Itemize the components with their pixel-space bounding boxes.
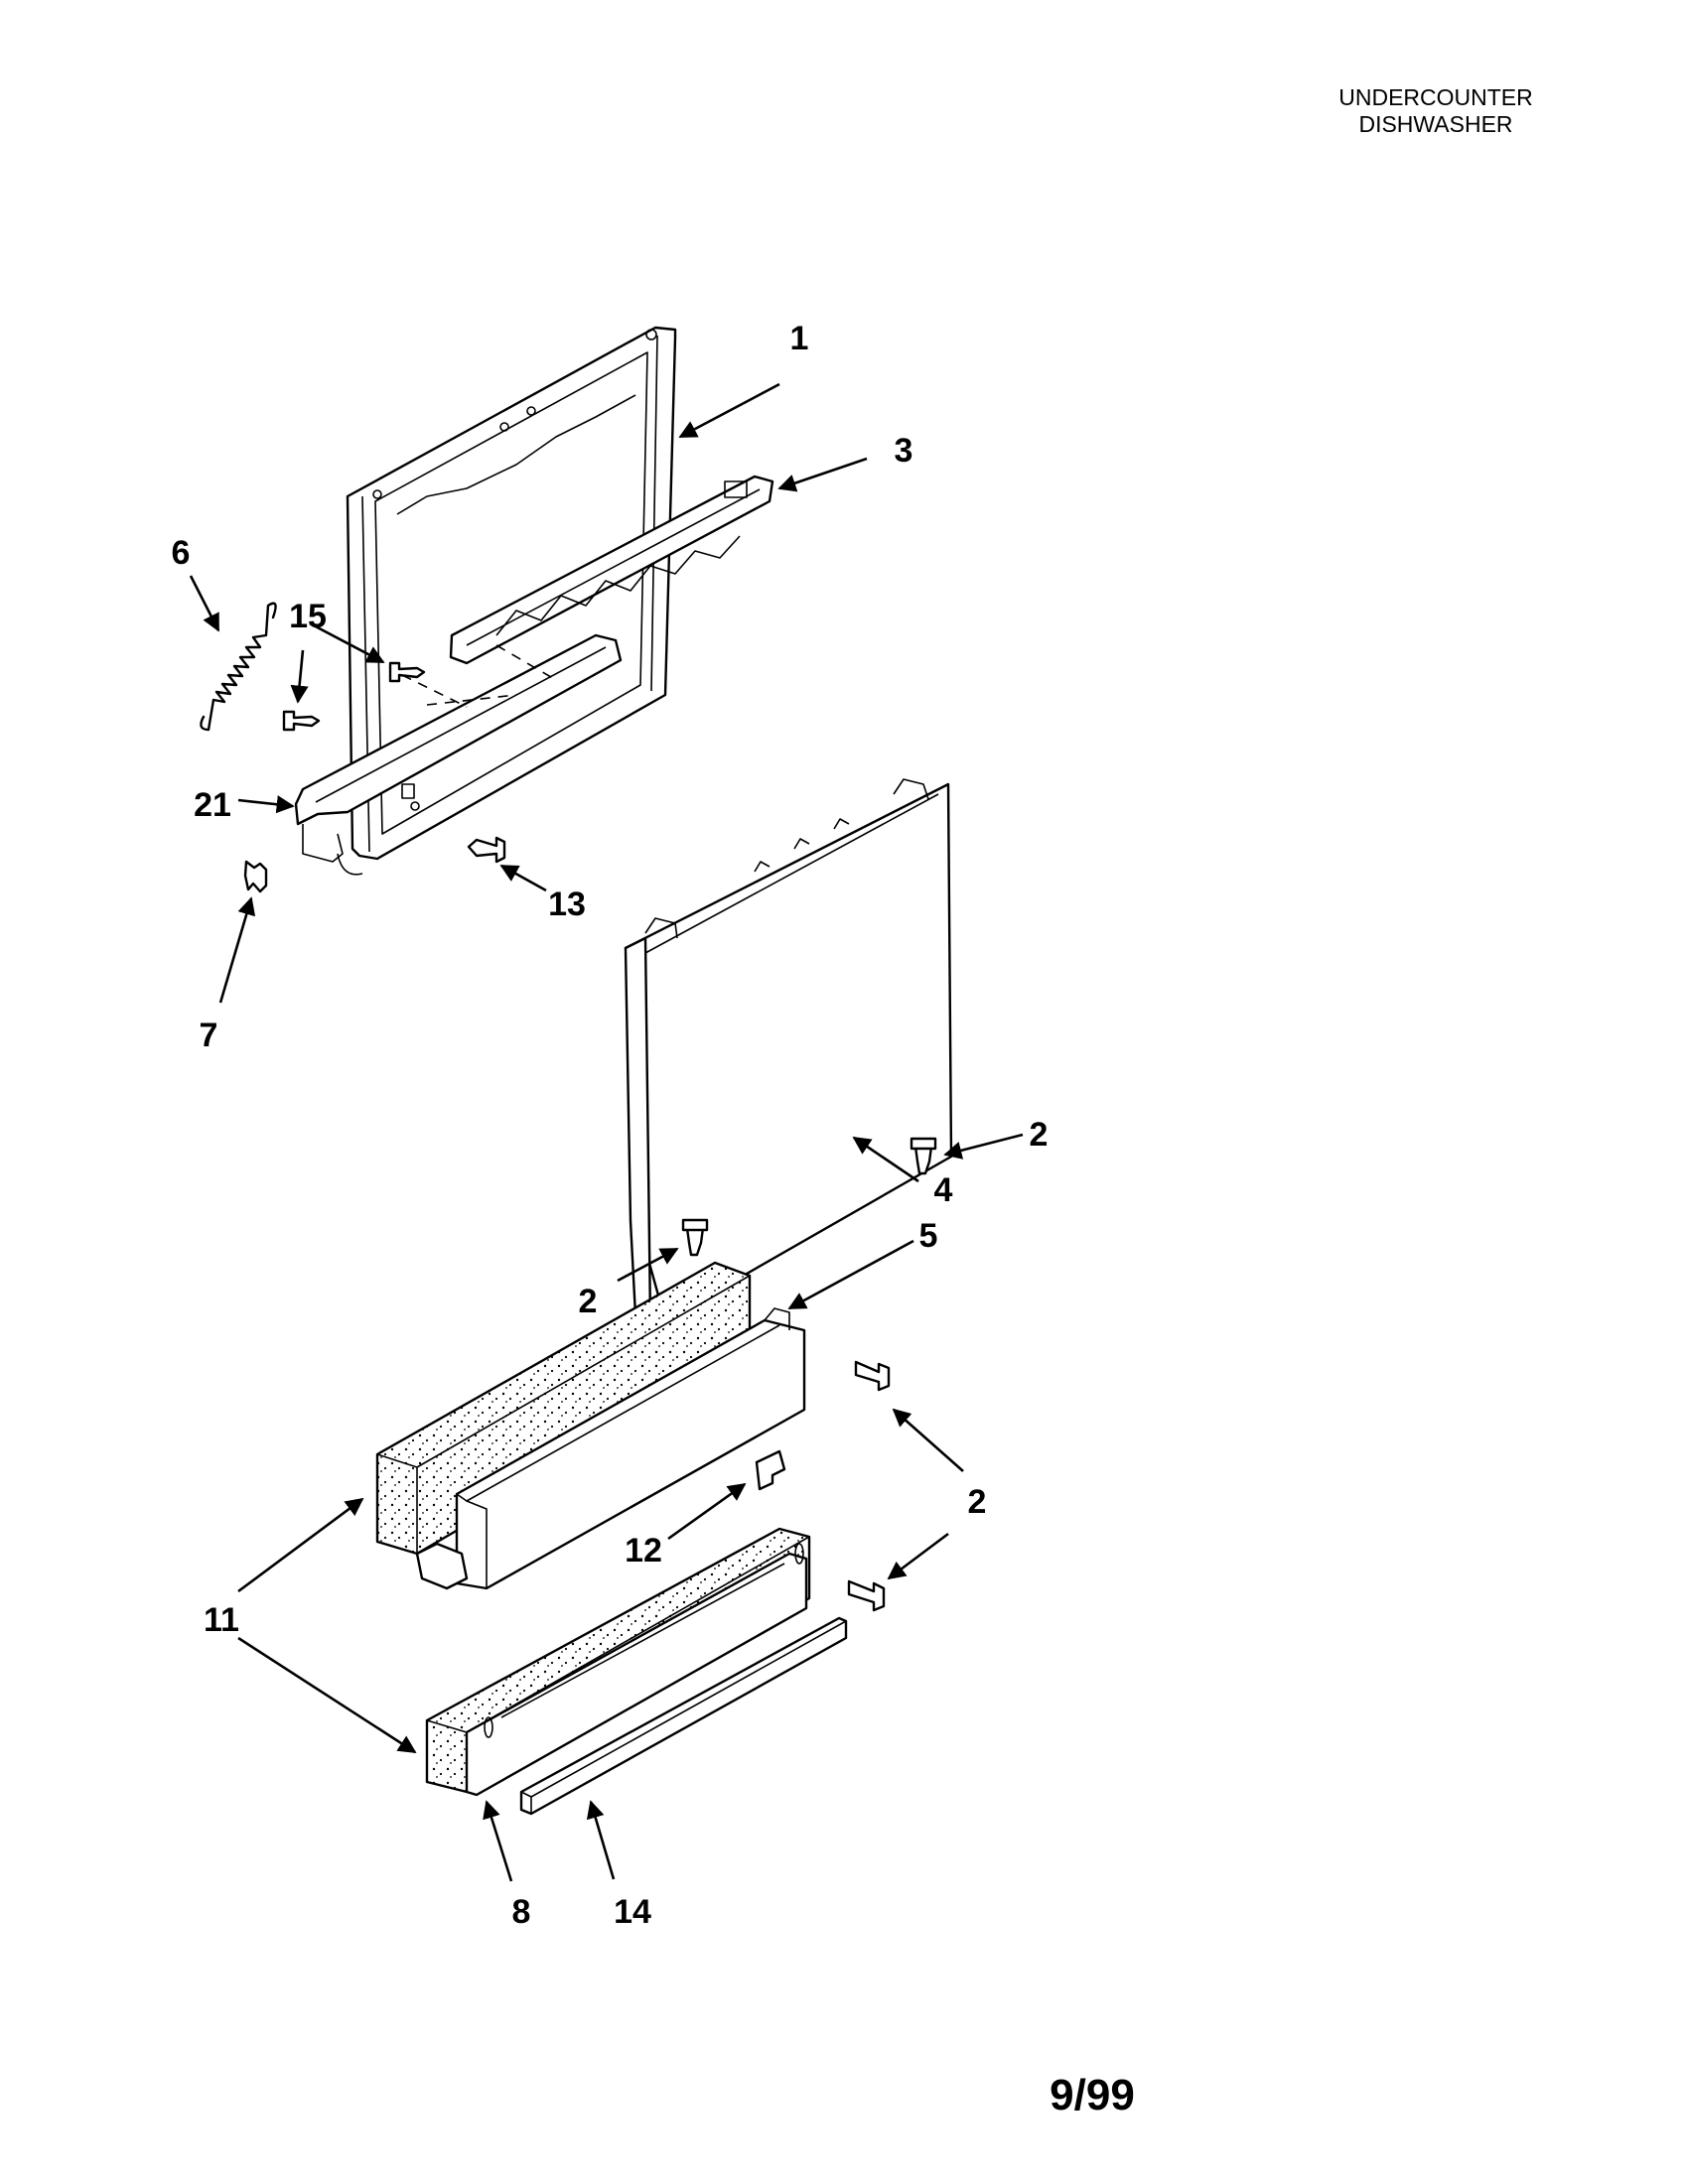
callout-11: 11 (204, 1601, 239, 1639)
callout-1: 1 (790, 320, 809, 357)
screw-part-2d (847, 1579, 886, 1612)
screw-part-2c (854, 1360, 891, 1392)
screw-part-2a (910, 1137, 937, 1175)
kickplate-part (415, 1307, 806, 1590)
callout-6: 6 (172, 534, 191, 572)
clip-part (243, 860, 268, 893)
clip-part-12 (755, 1449, 786, 1491)
callout-2-b: 2 (579, 1283, 598, 1320)
rail-part (449, 475, 774, 665)
callout-3: 3 (895, 432, 913, 470)
trim-strip-part (519, 1616, 848, 1816)
door-panel-part (624, 778, 953, 1322)
page-date: 9/99 (1050, 2071, 1135, 2119)
screw-part-2b (681, 1218, 709, 1257)
toe-panel-part-8 (465, 1543, 808, 1797)
callout-4: 4 (934, 1171, 953, 1209)
header-title-line2: DISHWASHER (1358, 111, 1512, 137)
header-title-line1: UNDERCOUNTER (1338, 84, 1533, 110)
screw-part-15b (282, 710, 321, 732)
callout-2-c: 2 (968, 1483, 987, 1521)
callout-12: 12 (625, 1532, 662, 1570)
callout-21: 21 (194, 786, 231, 824)
screw-part-15a (388, 661, 426, 683)
spring-part (200, 602, 277, 732)
callout-15: 15 (289, 598, 327, 635)
callout-2-a: 2 (1030, 1116, 1049, 1154)
callout-13: 13 (548, 886, 586, 923)
screw-part-13 (467, 836, 506, 864)
callout-5: 5 (919, 1217, 938, 1255)
leader-lines (189, 382, 1024, 1882)
callout-8: 8 (512, 1893, 531, 1931)
callout-14: 14 (614, 1893, 651, 1931)
callout-7: 7 (200, 1017, 218, 1054)
hinge-bracket-part (294, 633, 623, 876)
